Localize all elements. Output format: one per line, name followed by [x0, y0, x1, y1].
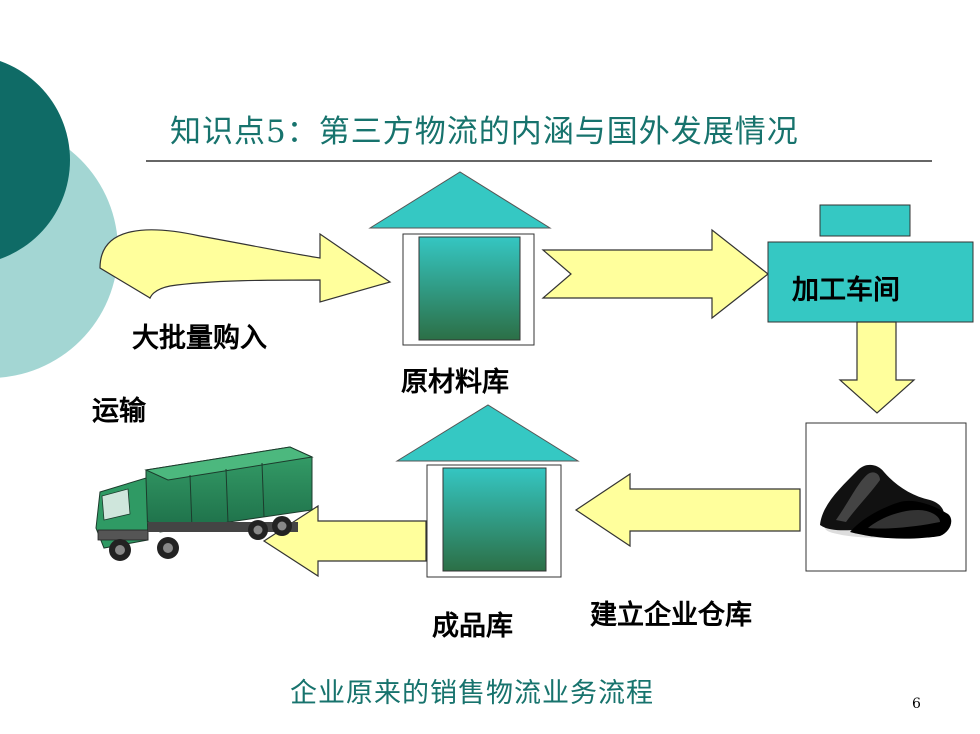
slide-title: 知识点5：第三方物流的内涵与国外发展情况 — [170, 114, 799, 150]
raw-material-warehouse — [368, 171, 552, 346]
label-build-warehouse: 建立企业仓库 — [590, 600, 752, 631]
truck-icon — [95, 446, 314, 561]
arrow-to-finished-goods — [574, 472, 801, 548]
arrow-to-truck — [262, 504, 427, 578]
decorative-circles — [0, 61, 118, 378]
warehouse-roof — [368, 171, 552, 229]
processing-workshop — [767, 204, 974, 323]
arrow-to-workshop — [541, 228, 769, 320]
finished-door — [442, 467, 547, 572]
label-transport: 运输 — [92, 396, 146, 427]
label-raw-material-warehouse: 原材料库 — [401, 367, 509, 398]
dark-circle — [0, 61, 70, 259]
product-image — [805, 422, 967, 572]
label-finished-goods-warehouse: 成品库 — [432, 611, 513, 642]
workshop-chimney — [819, 204, 911, 237]
finished-goods-warehouse — [395, 404, 580, 578]
arrow-down-to-product — [838, 321, 916, 414]
shoes-image — [820, 464, 952, 539]
page-number: 6 — [912, 696, 921, 712]
purchase-arrow — [99, 229, 392, 303]
finished-roof — [395, 404, 580, 462]
slide-caption: 企业原来的销售物流业务流程 — [290, 678, 654, 709]
warehouse-door — [418, 236, 521, 341]
workshop-box — [767, 241, 974, 323]
label-bulk-purchase: 大批量购入 — [132, 323, 267, 354]
label-processing-workshop: 加工车间 — [792, 275, 900, 306]
